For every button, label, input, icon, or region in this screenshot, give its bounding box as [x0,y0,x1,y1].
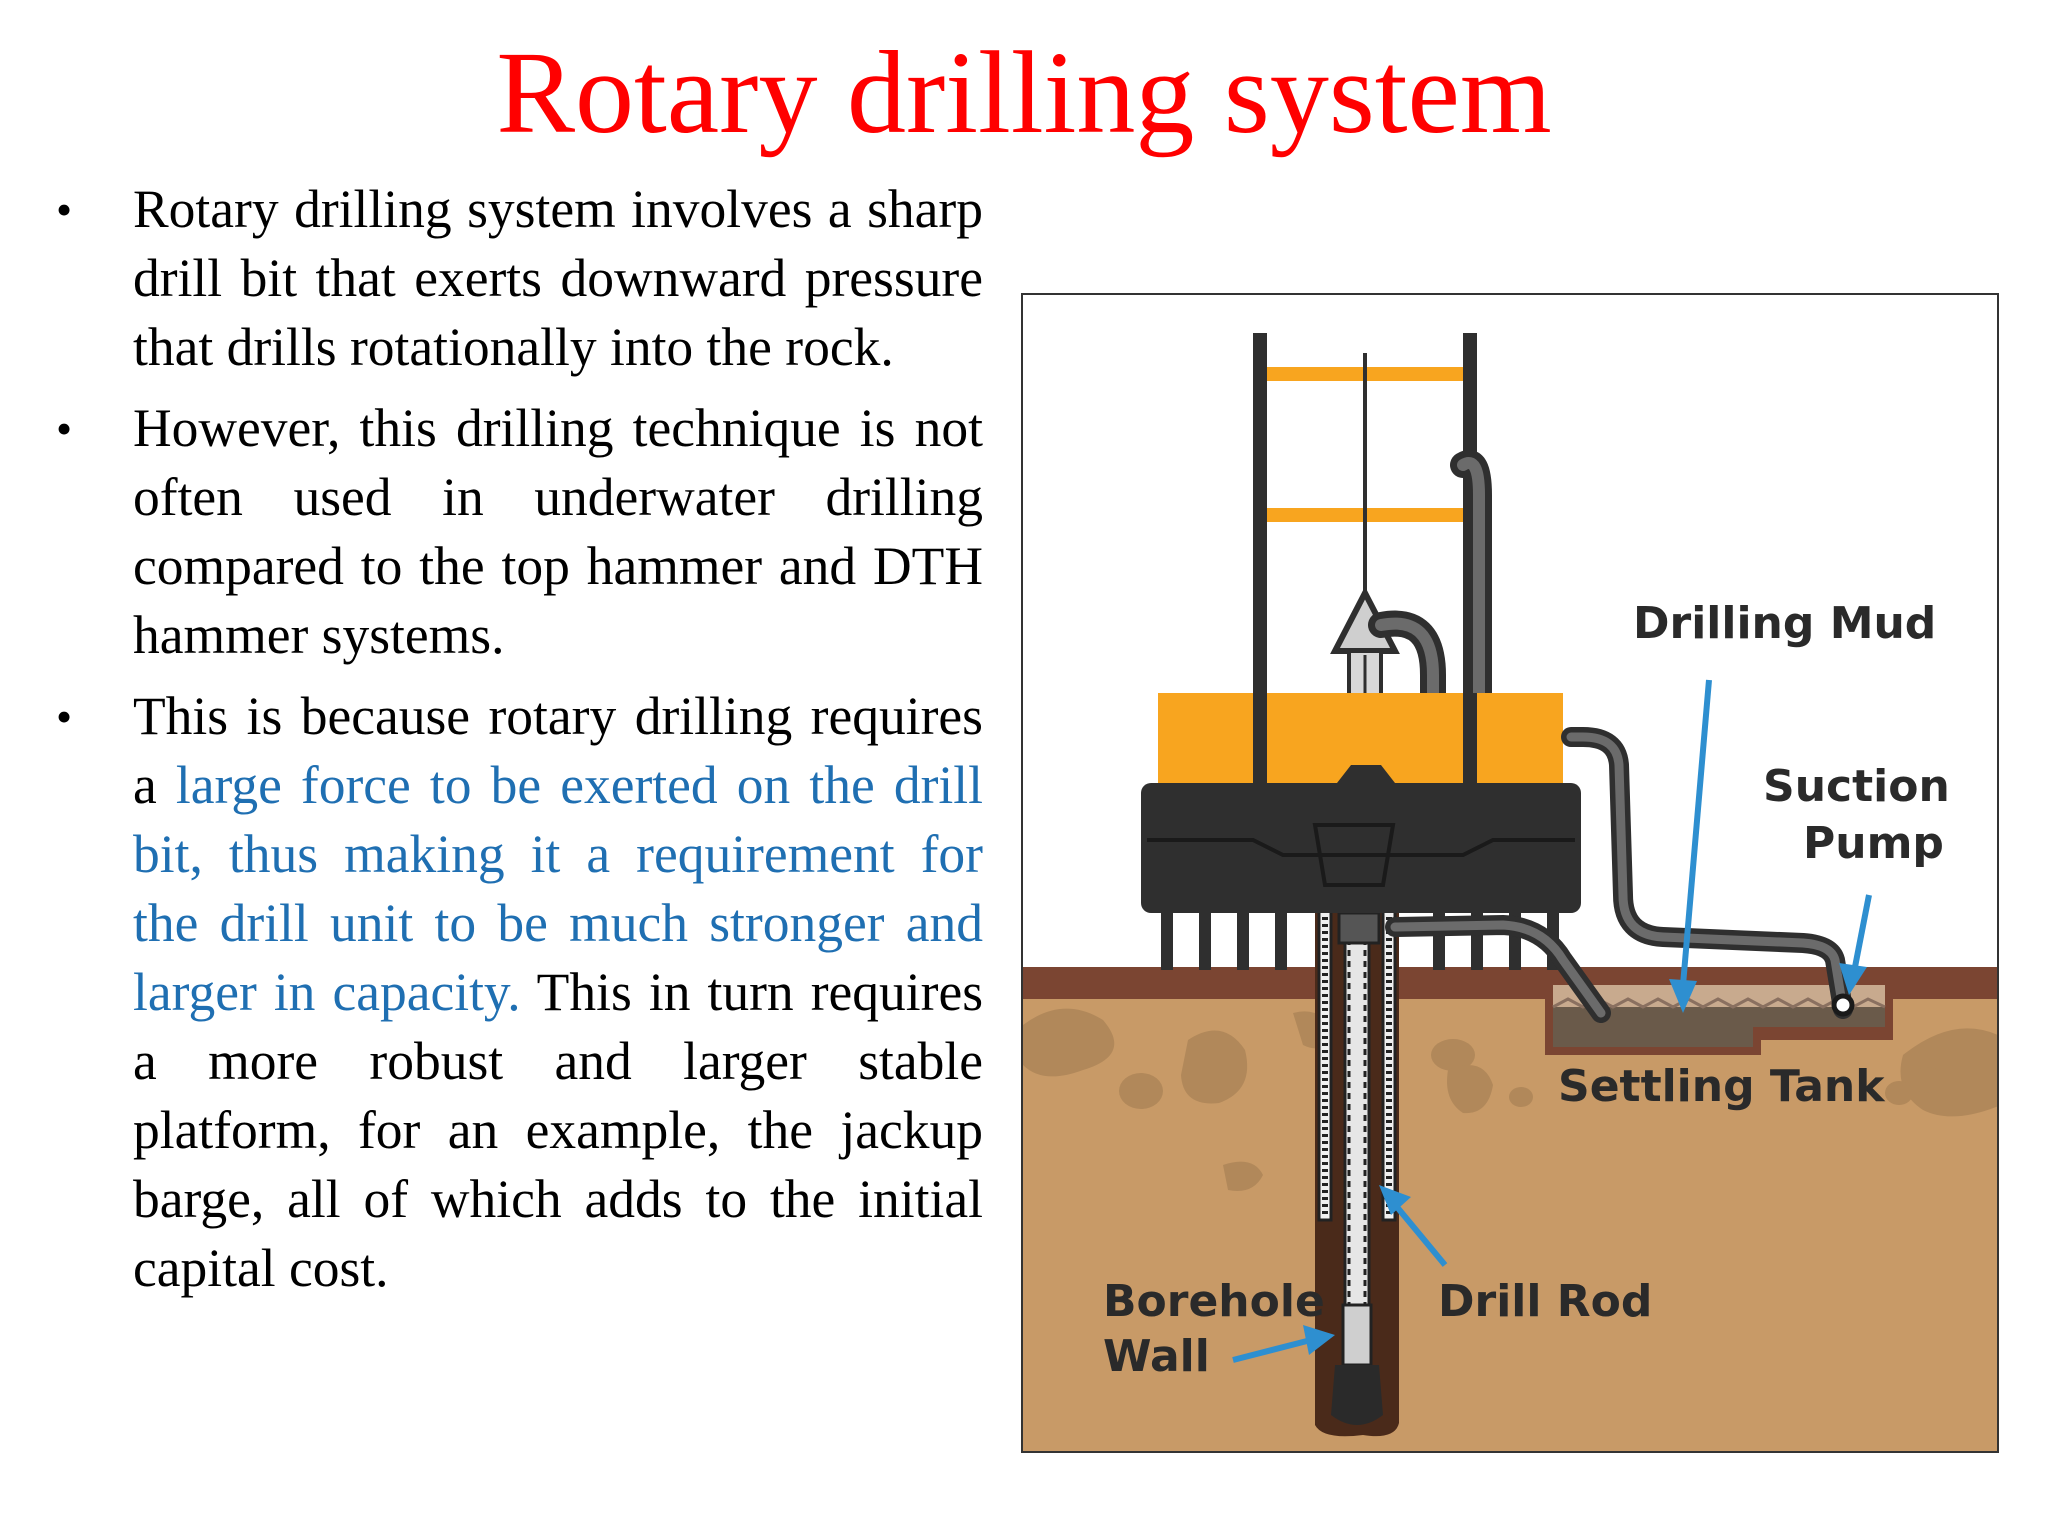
label-drill-rod: Drill Rod [1438,1276,1653,1327]
slide-title: Rotary drilling system [496,27,1552,158]
bullet-text: Rotary drilling system involves a sharp … [133,179,983,377]
label-drilling-mud: Drilling Mud [1633,598,1937,649]
drilling-illustration [1023,333,1997,1451]
rig-platform [1141,783,1581,913]
bullet-text: However, this drilling technique is not … [133,398,983,665]
label-borehole: Borehole [1103,1276,1325,1327]
label-suction: Suction [1763,761,1950,812]
label-wall: Wall [1103,1331,1210,1382]
bullet-text-start: This is because rotary drilling requires… [133,686,983,815]
bullet-item: This is because rotary drilling requires… [48,682,983,1303]
label-pump: Pump [1803,818,1944,869]
drilling-diagram: Drilling Mud Suction Pump Settling Tank … [1021,293,1999,1453]
bullet-item: However, this drilling technique is not … [48,394,983,670]
bullet-text-end: This in turn requires a more robust and … [133,962,984,1298]
label-settling-tank: Settling Tank [1558,1061,1885,1112]
highlighted-text: large force to be exerted on the drill b… [133,755,983,1022]
drill-bit [1331,1365,1383,1425]
bullet-list: Rotary drilling system involves a sharp … [48,175,983,1315]
bullet-item: Rotary drilling system involves a sharp … [48,175,983,382]
annotation-arrows [1232,679,1872,1363]
